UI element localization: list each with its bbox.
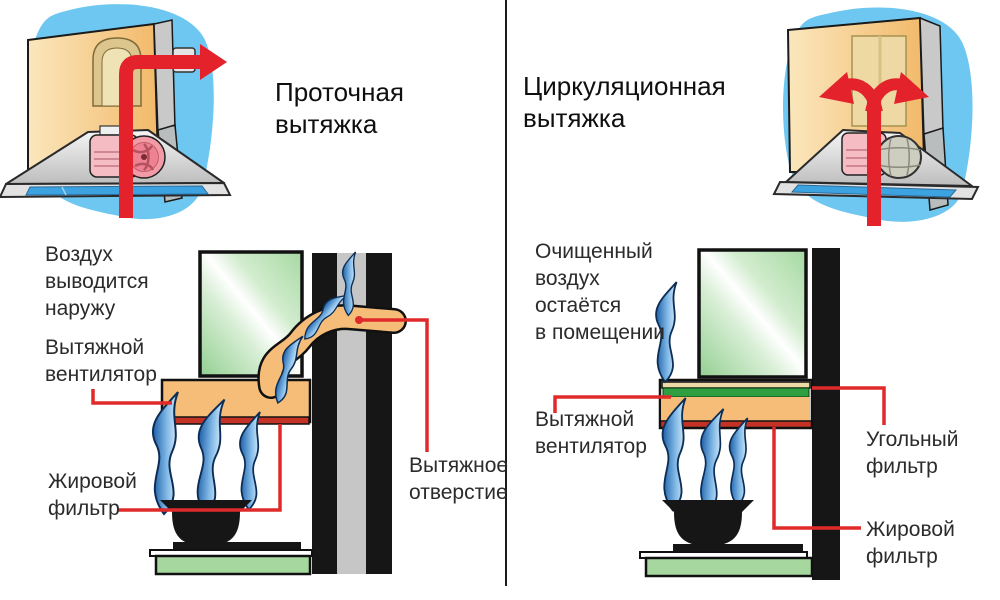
label-exhaust-opening: Вытяжное отверстие bbox=[409, 454, 509, 504]
cooktop bbox=[673, 544, 803, 553]
carbon-filter-strip bbox=[662, 387, 810, 398]
label-air-out: Воздух выводится наружу bbox=[45, 243, 149, 320]
annotation-exhaust-opening bbox=[359, 318, 429, 452]
right-title: Циркуляционная вытяжка bbox=[523, 71, 726, 133]
annotation-grease-filter bbox=[117, 424, 282, 512]
recirculation-hood-illustration bbox=[772, 7, 980, 226]
arrowhead-right bbox=[894, 72, 929, 104]
window bbox=[697, 248, 808, 379]
smoke-wisp bbox=[239, 411, 261, 511]
fan-mesh-face bbox=[876, 135, 922, 179]
hood-body bbox=[662, 397, 810, 421]
annotation-fan bbox=[553, 395, 671, 413]
airflow-arrow bbox=[119, 55, 200, 218]
flow-hood-schematic bbox=[91, 250, 429, 576]
label-carbon-filter: Угольный фильтр bbox=[866, 428, 959, 478]
annotation-dot bbox=[355, 316, 363, 324]
arrowhead-left bbox=[819, 72, 854, 104]
label-fan-right: Вытяжной вентилятор bbox=[535, 408, 647, 458]
smoke-wisp bbox=[151, 391, 179, 515]
grease-filter-strip bbox=[162, 416, 310, 425]
recirculation-hood-schematic bbox=[553, 248, 886, 580]
smoke-wisp bbox=[728, 417, 749, 507]
stove-base bbox=[644, 556, 814, 578]
label-clean-air: Очищенный воздух остаётся в помещении bbox=[535, 240, 665, 344]
panel-divider bbox=[505, 0, 507, 586]
hood-body bbox=[160, 378, 312, 424]
annotation-grease-filter bbox=[772, 427, 861, 530]
stove-base bbox=[154, 554, 312, 576]
annotation-carbon-filter bbox=[812, 386, 886, 425]
flow-hood-illustration bbox=[0, 4, 232, 220]
label-grease-left: Жировой фильтр bbox=[48, 470, 137, 520]
pot bbox=[662, 500, 754, 546]
hood-outline bbox=[658, 378, 814, 430]
annotation-fan bbox=[91, 389, 172, 405]
hood-filter-panel bbox=[25, 185, 209, 196]
airflow-arrowhead bbox=[200, 44, 227, 80]
wall-column bbox=[812, 248, 840, 580]
label-grease-right: Жировой фильтр bbox=[866, 518, 955, 568]
wall-side bbox=[919, 16, 944, 138]
fan-mesh-lines bbox=[877, 137, 921, 177]
fan-hub bbox=[141, 154, 147, 160]
hood-top-strip bbox=[661, 381, 811, 389]
cooktop bbox=[173, 542, 301, 551]
label-fan-left: Вытяжной вентилятор bbox=[45, 336, 157, 386]
fan-blades bbox=[132, 143, 155, 171]
pot bbox=[160, 500, 252, 546]
left-title: Проточная вытяжка bbox=[275, 77, 404, 139]
wall-column-right bbox=[366, 253, 392, 574]
wall-side bbox=[153, 19, 176, 134]
